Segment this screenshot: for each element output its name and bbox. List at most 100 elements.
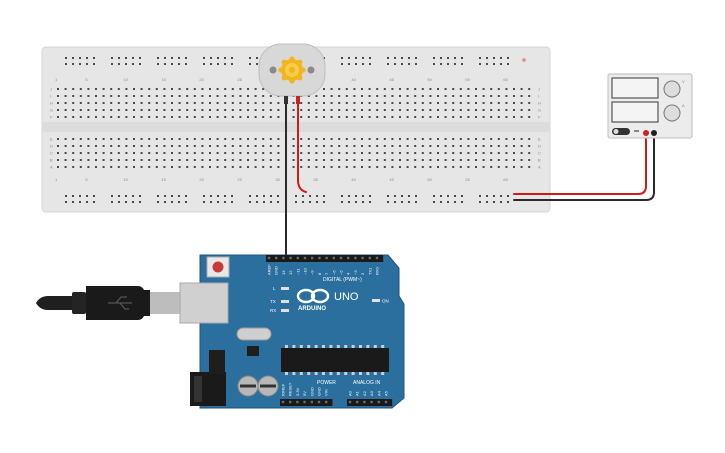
breadboard-hole[interactable] <box>437 166 439 168</box>
header-pin[interactable] <box>317 400 321 404</box>
breadboard-hole[interactable] <box>292 109 295 111</box>
breadboard-hole[interactable] <box>452 145 455 147</box>
breadboard-hole[interactable] <box>444 102 447 104</box>
breadboard-hole[interactable] <box>231 159 234 161</box>
breadboard-hole[interactable] <box>475 109 477 111</box>
rail-hole[interactable] <box>401 63 403 65</box>
breadboard-hole[interactable] <box>201 95 204 97</box>
breadboard-hole[interactable] <box>490 95 493 97</box>
breadboard-hole[interactable] <box>300 138 303 140</box>
breadboard-hole[interactable] <box>345 88 348 90</box>
breadboard-hole[interactable] <box>95 109 97 111</box>
rail-hole[interactable] <box>203 63 205 65</box>
breadboard-hole[interactable] <box>505 159 508 161</box>
rail-hole[interactable] <box>157 195 159 197</box>
breadboard-hole[interactable] <box>178 102 181 104</box>
breadboard-hole[interactable] <box>330 116 333 118</box>
breadboard-hole[interactable] <box>79 166 82 168</box>
breadboard-hole[interactable] <box>315 138 318 140</box>
breadboard-hole[interactable] <box>421 95 424 97</box>
breadboard-hole[interactable] <box>95 116 97 118</box>
breadboard-hole[interactable] <box>513 138 515 140</box>
breadboard-hole[interactable] <box>383 116 386 118</box>
breadboard-hole[interactable] <box>475 116 477 118</box>
breadboard-hole[interactable] <box>459 152 462 154</box>
breadboard-hole[interactable] <box>102 102 105 104</box>
breadboard-hole[interactable] <box>315 109 318 111</box>
breadboard-hole[interactable] <box>497 145 500 147</box>
breadboard-hole[interactable] <box>231 88 234 90</box>
breadboard-hole[interactable] <box>110 138 113 140</box>
rail-hole[interactable] <box>479 63 481 65</box>
breadboard-hole[interactable] <box>201 116 204 118</box>
breadboard-hole[interactable] <box>452 88 455 90</box>
breadboard-hole[interactable] <box>110 159 113 161</box>
rail-hole[interactable] <box>231 63 233 65</box>
breadboard-hole[interactable] <box>414 102 417 104</box>
breadboard-hole[interactable] <box>117 152 120 154</box>
rail-hole[interactable] <box>224 63 226 65</box>
rail-hole[interactable] <box>178 195 180 197</box>
breadboard-hole[interactable] <box>140 102 143 104</box>
breadboard-hole[interactable] <box>323 102 325 104</box>
breadboard-hole[interactable] <box>95 159 97 161</box>
breadboard-hole[interactable] <box>505 152 508 154</box>
breadboard-hole[interactable] <box>361 102 363 104</box>
breadboard-hole[interactable] <box>437 138 439 140</box>
breadboard-hole[interactable] <box>376 145 379 147</box>
breadboard-hole[interactable] <box>421 145 424 147</box>
breadboard-hole[interactable] <box>330 138 333 140</box>
breadboard-hole[interactable] <box>497 88 500 90</box>
rail-hole[interactable] <box>316 201 318 203</box>
breadboard-hole[interactable] <box>520 145 523 147</box>
breadboard-hole[interactable] <box>475 145 477 147</box>
breadboard-hole[interactable] <box>437 109 439 111</box>
breadboard-hole[interactable] <box>421 152 424 154</box>
rail-hole[interactable] <box>394 195 396 197</box>
breadboard-hole[interactable] <box>307 166 310 168</box>
rail-hole[interactable] <box>256 201 258 203</box>
breadboard-hole[interactable] <box>140 109 143 111</box>
breadboard-hole[interactable] <box>459 102 462 104</box>
breadboard-hole[interactable] <box>505 95 508 97</box>
rail-hole[interactable] <box>65 57 67 59</box>
breadboard-hole[interactable] <box>87 102 90 104</box>
breadboard-hole[interactable] <box>338 102 341 104</box>
breadboard-hole[interactable] <box>497 116 500 118</box>
breadboard-hole[interactable] <box>277 166 280 168</box>
rail-hole[interactable] <box>86 195 88 197</box>
rail-hole[interactable] <box>355 57 357 59</box>
rail-hole[interactable] <box>139 57 141 59</box>
breadboard-hole[interactable] <box>269 138 272 140</box>
rail-hole[interactable] <box>387 63 389 65</box>
breadboard-hole[interactable] <box>193 166 196 168</box>
rail-hole[interactable] <box>224 201 226 203</box>
rail-hole[interactable] <box>323 195 325 197</box>
breadboard-hole[interactable] <box>490 152 493 154</box>
usb-cable-end[interactable] <box>36 296 72 310</box>
rail-hole[interactable] <box>217 201 219 203</box>
rail-hole[interactable] <box>79 57 81 59</box>
breadboard-hole[interactable] <box>421 138 424 140</box>
rail-hole[interactable] <box>79 201 81 203</box>
breadboard-hole[interactable] <box>72 109 75 111</box>
rail-hole[interactable] <box>210 195 212 197</box>
rail-hole[interactable] <box>500 195 502 197</box>
breadboard-hole[interactable] <box>292 138 295 140</box>
rail-hole[interactable] <box>316 195 318 197</box>
breadboard-hole[interactable] <box>140 159 143 161</box>
breadboard-hole[interactable] <box>216 145 219 147</box>
breadboard-hole[interactable] <box>72 145 75 147</box>
breadboard-hole[interactable] <box>209 159 211 161</box>
breadboard-hole[interactable] <box>421 88 424 90</box>
breadboard-hole[interactable] <box>338 152 341 154</box>
rail-hole[interactable] <box>394 63 396 65</box>
breadboard-hole[interactable] <box>444 138 447 140</box>
breadboard-hole[interactable] <box>338 145 341 147</box>
breadboard-hole[interactable] <box>171 138 173 140</box>
breadboard-hole[interactable] <box>459 95 462 97</box>
breadboard-hole[interactable] <box>437 102 439 104</box>
rail-hole[interactable] <box>394 57 396 59</box>
rail-hole[interactable] <box>362 195 364 197</box>
breadboard-hole[interactable] <box>482 88 485 90</box>
